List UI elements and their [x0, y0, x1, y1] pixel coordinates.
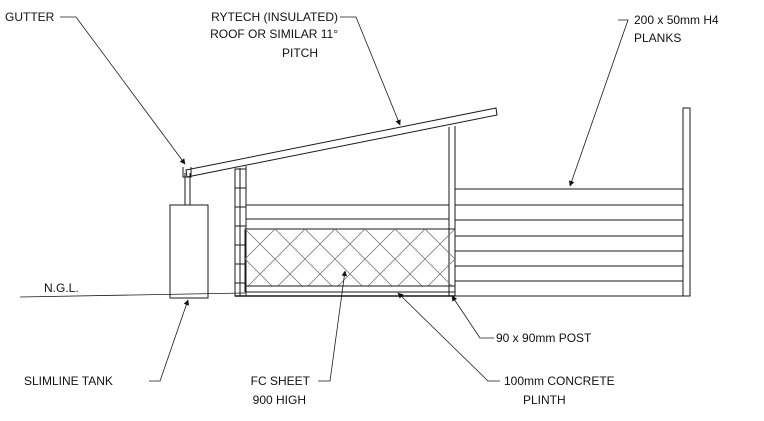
fc-leader [318, 270, 348, 382]
fc-sheet-hatch [245, 229, 455, 286]
mid-post [448, 126, 456, 296]
label-post: 90 x 90mm POST [496, 331, 592, 345]
label-gutter: GUTTER [5, 10, 55, 24]
tank-leader [149, 299, 189, 382]
roof-leader [340, 16, 401, 126]
plinth-leader [397, 292, 500, 382]
planks-leader [569, 19, 629, 187]
label-roof-2: ROOF OR SIMILAR 11° [210, 27, 338, 41]
left-post [239, 166, 247, 296]
label-plinth-2: PLINTH [523, 393, 566, 407]
label-roof-3: PITCH [282, 46, 318, 60]
end-post [682, 107, 691, 297]
label-fc-2: 900 HIGH [253, 393, 306, 407]
label-tank: SLIMLINE TANK [24, 374, 113, 388]
label-ngl: N.G.L. [44, 281, 79, 295]
gutter-leader [60, 16, 186, 165]
concrete-plinth [244, 285, 456, 293]
slimline-tank [169, 204, 209, 299]
label-fc-1: FC SHEET [251, 374, 311, 388]
label-roof-1: RYTECH (INSULATED) [211, 10, 338, 24]
label-plinth-1: 100mm CONCRETE [504, 374, 615, 388]
label-planks-1: 200 x 50mm H4 [634, 13, 719, 27]
plank-wall [455, 188, 683, 297]
post-leader [451, 295, 494, 339]
roof [185, 107, 498, 178]
label-planks-2: PLANKS [634, 31, 681, 45]
